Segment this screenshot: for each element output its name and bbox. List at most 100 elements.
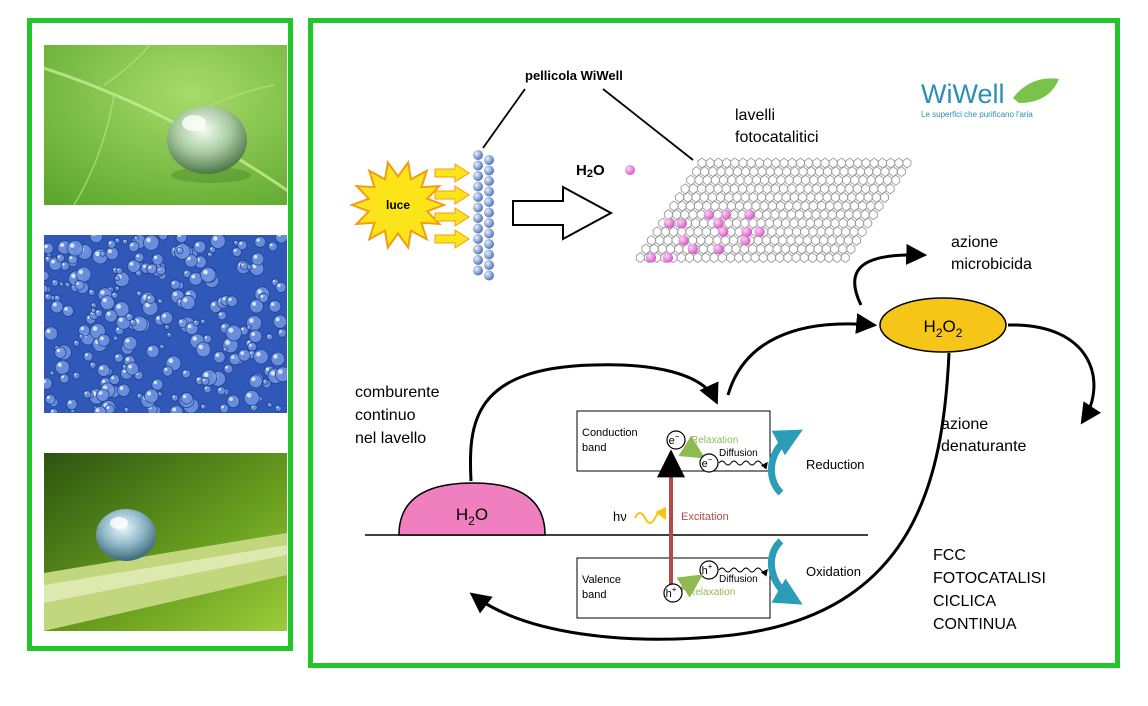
water-droplet [171, 394, 179, 402]
droplet-highlight [80, 326, 84, 331]
water-droplet [157, 298, 163, 304]
droplet-highlight [60, 282, 62, 284]
hole-excited-symbol: h+ [666, 585, 677, 600]
water-droplet [94, 308, 103, 318]
film-bead [473, 234, 483, 244]
droplet-highlight [204, 336, 208, 339]
light-ray-arrow [434, 163, 470, 183]
droplet-highlight [183, 370, 186, 374]
droplet-highlight [177, 248, 180, 251]
droplet-highlight [164, 367, 168, 371]
water-droplet [44, 293, 52, 301]
droplet-highlight [98, 391, 103, 395]
electron-relaxed-symbol: e− [702, 455, 713, 470]
water-droplet [199, 266, 216, 283]
water-droplet [61, 304, 74, 317]
film-bead [473, 181, 483, 192]
droplet-highlight [90, 363, 93, 365]
droplet-highlight [225, 365, 229, 369]
film-bead [473, 171, 483, 181]
droplet-highlight [71, 273, 76, 279]
photon-label: hν [613, 509, 627, 524]
water-droplet [225, 324, 243, 342]
droplet-highlight [156, 316, 160, 320]
droplet-highlight [113, 268, 116, 270]
water-droplet [169, 279, 181, 290]
droplet-highlight [129, 262, 134, 266]
droplet-highlight [186, 291, 191, 296]
droplet-highlight [240, 351, 244, 355]
leaf-icon [1013, 78, 1059, 103]
water-droplet [113, 335, 119, 341]
conduction-label-2: band [582, 442, 606, 454]
water-droplet [44, 393, 56, 405]
cycle-return-arrow [469, 352, 951, 641]
oxidation-arrow-icon [768, 538, 803, 605]
reduction-label: Reduction [806, 457, 865, 472]
droplet-highlight [172, 395, 175, 398]
film-bead [484, 186, 494, 197]
sun-icon: luce [349, 159, 447, 251]
droplet-highlight [263, 380, 266, 382]
droplet-highlight [123, 365, 125, 367]
water-droplet [89, 235, 103, 244]
denaturing-arrow [1007, 323, 1101, 425]
droplet-highlight [96, 310, 99, 313]
droplet-highlight [205, 386, 208, 389]
droplet-highlight [234, 241, 237, 243]
droplet-highlight [62, 263, 65, 266]
droplet-highlight [115, 286, 118, 289]
water-droplet [159, 311, 174, 325]
water-droplet [64, 281, 71, 288]
lattice-cell [874, 200, 884, 212]
band-to-h2o2-arrow [726, 313, 878, 396]
droplet-highlight [211, 302, 216, 307]
water-droplet [193, 240, 207, 254]
water-molecule-label: H2O [576, 162, 605, 180]
relaxation-arrow-top [678, 435, 706, 459]
droplet-highlight [173, 292, 178, 297]
droplet-highlight [273, 354, 278, 359]
hole-icon [699, 560, 719, 580]
droplet-highlight [111, 376, 115, 380]
droplet-highlight [116, 304, 122, 309]
droplet-highlight [51, 259, 55, 264]
sinks-label-2: fotocatalitici [735, 129, 819, 146]
fcc-label-3: CICLICA [933, 593, 996, 610]
film-bead [473, 150, 483, 160]
water-droplet [248, 329, 263, 344]
water-droplet [216, 386, 226, 396]
logo-tagline: Le superfici che purificano l'aria [921, 110, 1033, 119]
lattice-cell [885, 183, 895, 195]
excitation-label: Excitation [681, 511, 729, 523]
adsorbed-molecule [676, 218, 687, 229]
film-bead [484, 155, 494, 165]
water-droplet [222, 346, 228, 353]
droplet-highlight [100, 336, 104, 341]
droplet-highlight [84, 391, 87, 395]
droplet-highlight [268, 403, 270, 405]
droplet-highlight [192, 336, 197, 341]
droplet-highlight [233, 249, 237, 252]
water-droplet [213, 350, 226, 364]
droplet-highlight [172, 407, 177, 412]
droplet-highlight [218, 388, 221, 391]
film-bead [473, 192, 483, 202]
droplet-highlight [123, 239, 126, 242]
droplet-highlight [50, 371, 52, 373]
droplet-highlight [165, 325, 167, 327]
droplet-highlight [201, 320, 203, 322]
droplet-highlight [55, 296, 58, 298]
droplet-highlight [191, 274, 196, 279]
water-droplet [166, 332, 173, 338]
droplet-highlight [276, 406, 279, 409]
film-bead [484, 176, 494, 186]
droplet-highlight [277, 283, 281, 288]
droplet-highlight [145, 302, 150, 308]
droplet-highlight [57, 255, 61, 258]
droplet-highlight [197, 377, 200, 381]
droplet-highlight [203, 372, 209, 378]
droplet-highlight [51, 409, 54, 413]
water-droplet [114, 285, 120, 292]
adsorbed-molecule [718, 226, 729, 237]
